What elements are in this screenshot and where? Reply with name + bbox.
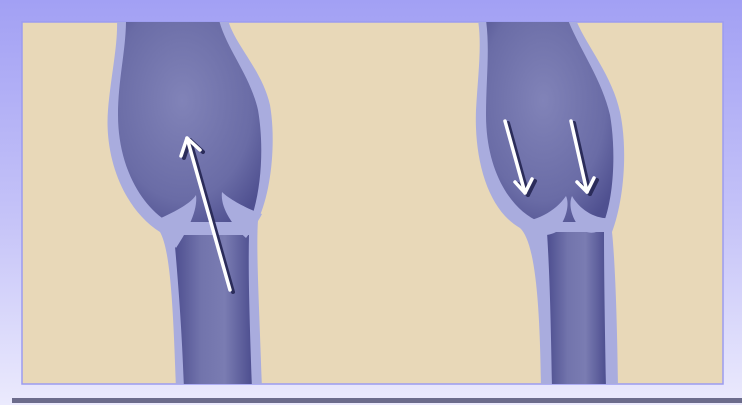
vein-lumen-lower [174, 235, 252, 390]
bottom-rule [12, 398, 742, 403]
vein-lumen-lower [547, 232, 606, 390]
